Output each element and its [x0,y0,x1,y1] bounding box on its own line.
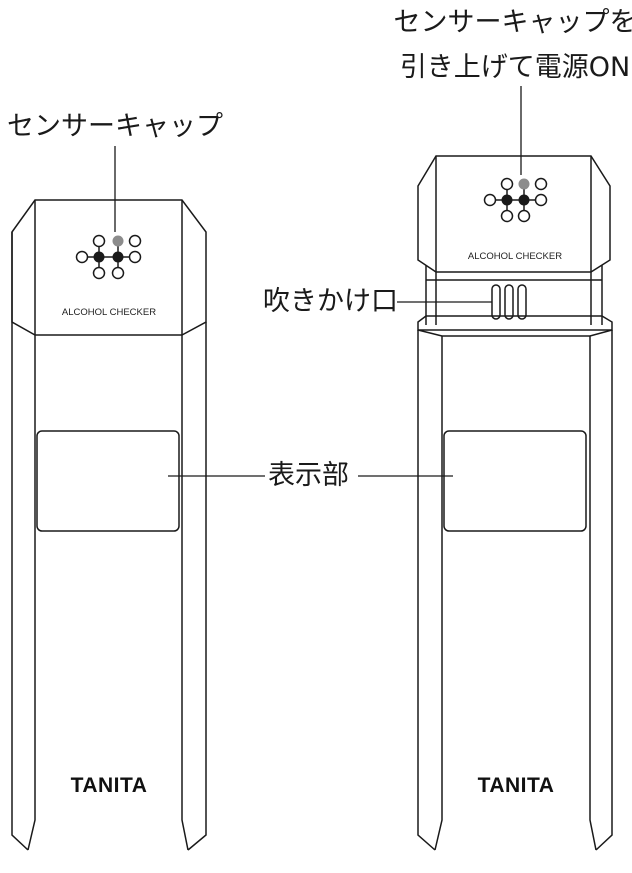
blow-port [491,284,527,320]
label-power-on-line2: 引き上げて電源ON [400,52,630,83]
brand-logo-left: TANITA [71,774,148,797]
model-text-left: ALCOHOL CHECKER [62,307,156,318]
sensor-cap-raised [417,155,611,273]
label-sensor-cap: センサーキャップ [7,111,223,142]
label-display: 表示部 [268,460,349,491]
led-gray-left [112,235,124,247]
label-blow-port: 吹きかけ口 [263,286,398,317]
label-power-on-line1: センサーキャップを [394,7,632,38]
brand-logo-right: TANITA [478,774,555,797]
device-right: ALCOHOL CHECKER TANITA [417,155,613,851]
display-window-right [443,430,587,532]
model-text-right: ALCOHOL CHECKER [468,251,562,262]
sensor-icon-right [483,177,548,223]
device-left: ALCOHOL CHECKER TANITA [11,199,207,851]
sensor-icon-left [75,234,142,280]
display-window-left [36,430,180,532]
led-gray-right [518,178,530,190]
